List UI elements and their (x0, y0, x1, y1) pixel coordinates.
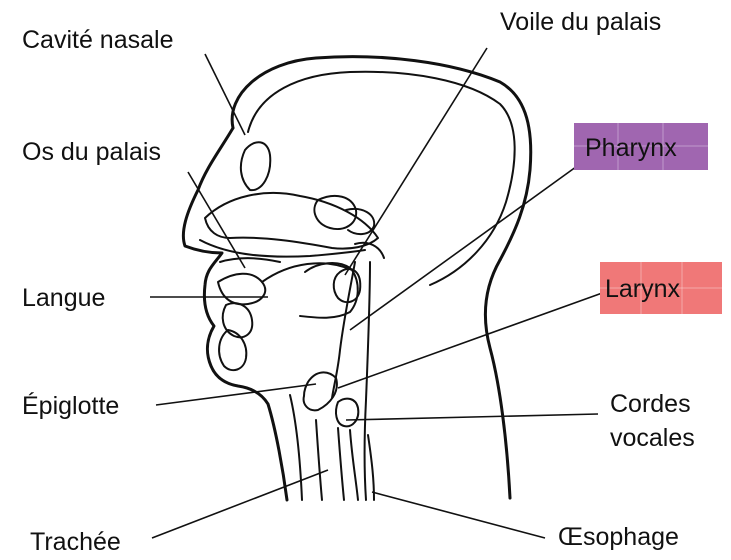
leader-cordes-vocales (346, 414, 598, 420)
label-cordes-vocales-line2: vocales (610, 424, 695, 452)
label-cavite-nasale: Cavité nasale (22, 26, 173, 54)
label-pharynx: Pharynx (585, 134, 677, 162)
leader-trachee (152, 470, 328, 538)
label-cordes-vocales-line1: Cordes (610, 390, 691, 418)
label-epiglotte: Épiglotte (22, 391, 119, 420)
label-trachee: Trachée (30, 528, 121, 556)
leader-voile-du-palais (345, 48, 487, 275)
leader-lines (150, 48, 605, 538)
label-oesophage: Œsophage (558, 523, 679, 551)
leader-pharynx (350, 164, 580, 330)
mouth-tongue-shapes (218, 243, 384, 370)
label-os-du-palais: Os du palais (22, 138, 161, 166)
label-voile-du-palais: Voile du palais (500, 8, 661, 36)
leader-oesophage (372, 492, 545, 538)
label-langue: Langue (22, 284, 105, 312)
label-larynx: Larynx (605, 275, 681, 303)
leader-larynx (338, 292, 605, 388)
nasal-cavity-shapes (200, 142, 378, 256)
